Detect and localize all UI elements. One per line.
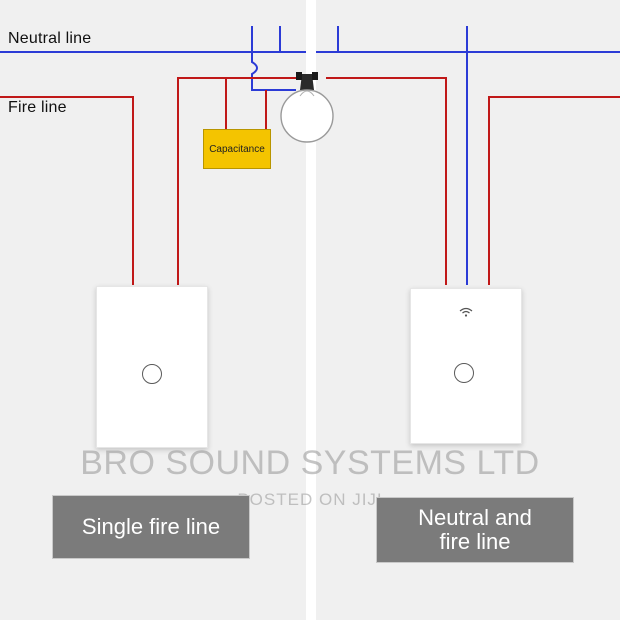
watermark-sub: POSTED ON JIJI [237, 490, 383, 509]
capacitance-box: Capacitance [203, 129, 271, 169]
caption-neutral-fire-line1: Neutral and [418, 505, 532, 530]
neutral-fire-switch-panel [410, 288, 522, 444]
caption-single-fire-text: Single fire line [81, 514, 221, 539]
fire-line-label: Fire line [8, 99, 67, 116]
neutral-line-label: Neutral line [8, 30, 92, 47]
touch-button-right[interactable] [454, 363, 474, 383]
wifi-icon [459, 307, 473, 317]
touch-button-left[interactable] [142, 364, 162, 384]
light-bulb-icon [280, 72, 334, 143]
caption-neutral-fire-text: Neutral and fire line [418, 506, 532, 554]
caption-neutral-fire: Neutral and fire line [376, 497, 574, 563]
fire-line-left [0, 96, 134, 285]
single-fire-switch-panel [96, 286, 208, 448]
caption-single-fire: Single fire line [52, 495, 250, 559]
capacitance-label: Capacitance [209, 143, 265, 155]
caption-neutral-fire-line2: fire line [439, 529, 511, 554]
neutral-branch-left [251, 26, 296, 91]
switch-to-bulb-left [177, 77, 296, 285]
watermark-main: BRO SOUND SYSTEMS LTD [80, 444, 540, 482]
center-divider [306, 0, 316, 620]
switch-to-bulb-right [326, 77, 447, 285]
neutral-wires [0, 26, 620, 285]
fire-wires [0, 77, 620, 285]
fire-line-right [488, 96, 620, 285]
